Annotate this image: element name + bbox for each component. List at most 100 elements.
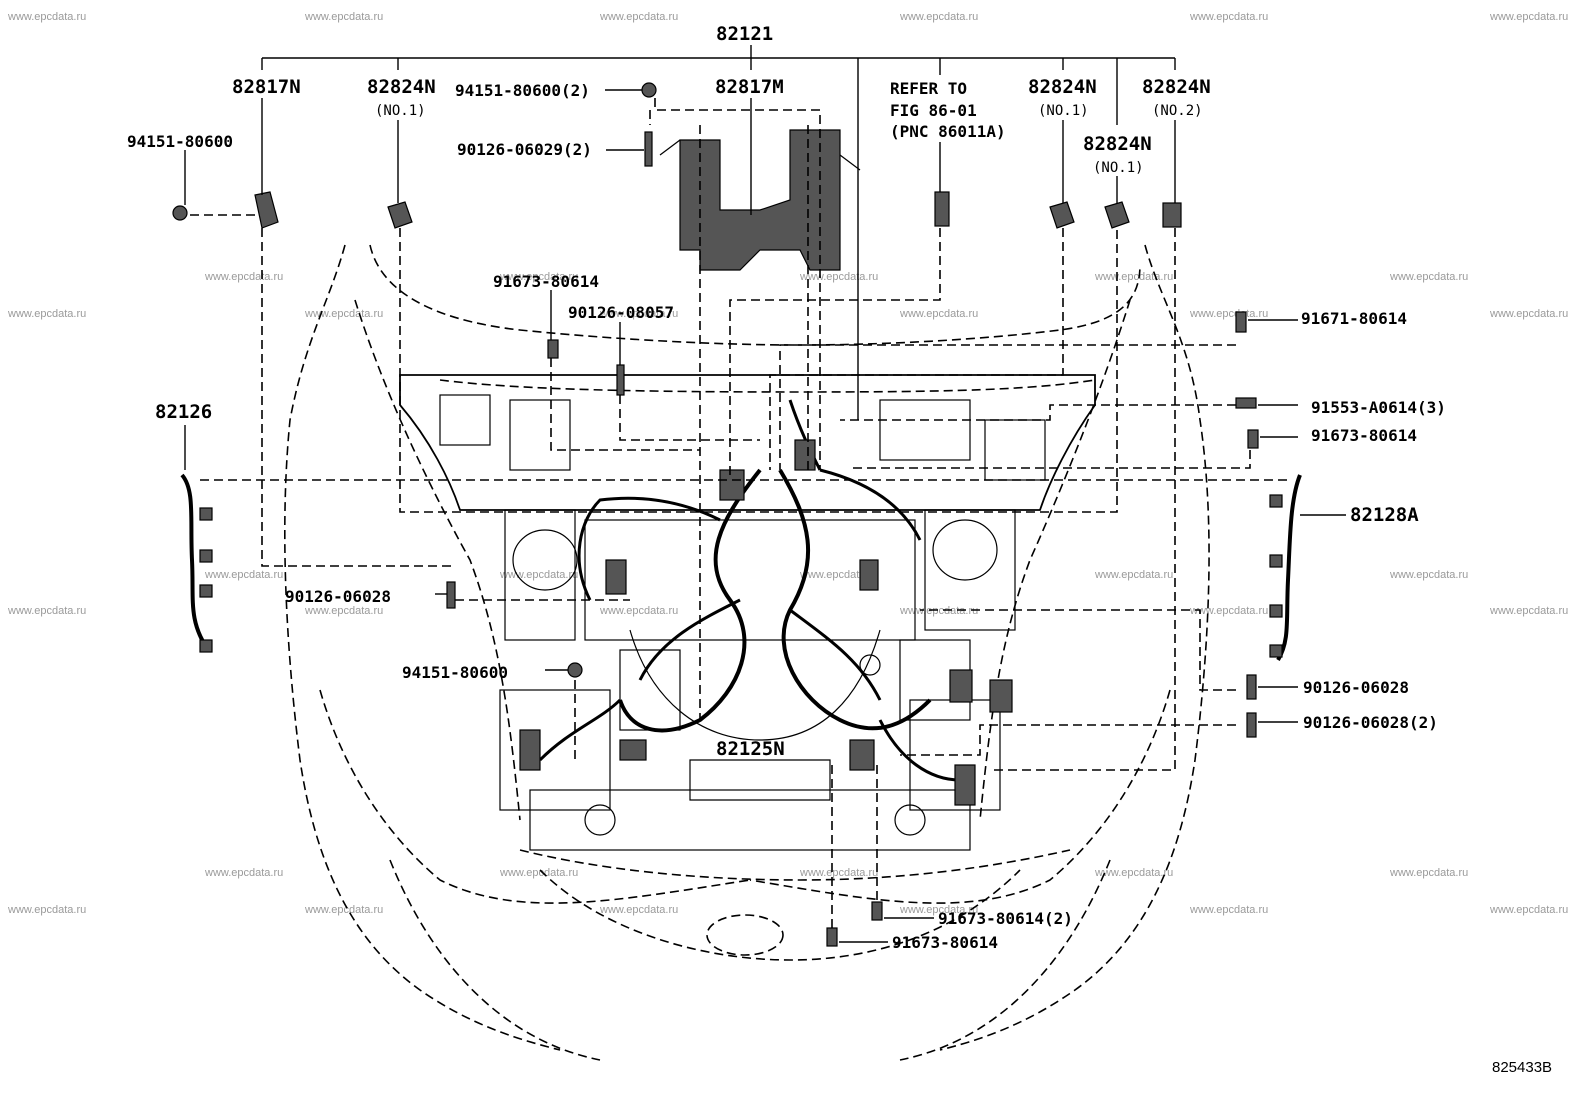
watermark: www.epcdata.ru xyxy=(1489,308,1568,320)
watermark: www.epcdata.ru xyxy=(799,569,878,581)
watermark: www.epcdata.ru xyxy=(304,11,383,23)
label-refer-2: FIG 86-01 xyxy=(890,101,977,120)
watermark: www.epcdata.ru xyxy=(599,11,678,23)
label-94151-80600-2: 94151-80600(2) xyxy=(455,81,590,100)
bolt-91673-80614-top xyxy=(547,339,559,359)
watermark: www.epcdata.ru xyxy=(599,904,678,916)
watermark: www.epcdata.ru xyxy=(7,904,86,916)
watermark: www.epcdata.ru xyxy=(499,569,578,581)
stud-90126-06028-l xyxy=(446,581,456,609)
label-82824N-r1: 82824N xyxy=(1028,76,1097,98)
watermark: www.epcdata.ru xyxy=(1094,271,1173,283)
watermark: www.epcdata.ru xyxy=(7,308,86,320)
bolt-91673-80614-bot xyxy=(826,927,838,947)
nut-94151-80600-mid xyxy=(567,662,583,678)
watermark: www.epcdata.ru xyxy=(7,605,86,617)
bolt-91553-A0614 xyxy=(1235,397,1257,409)
watermark: www.epcdata.ru xyxy=(204,867,283,879)
watermark: www.epcdata.ru xyxy=(799,271,878,283)
watermark: www.epcdata.ru xyxy=(1489,904,1568,916)
watermark: www.epcdata.ru xyxy=(1389,867,1468,879)
stud-90126-06028-2 xyxy=(1246,712,1257,738)
watermark: www.epcdata.ru xyxy=(499,867,578,879)
watermark: www.epcdata.ru xyxy=(7,11,86,23)
relay-block-82817M xyxy=(659,129,861,271)
label-82128A: 82128A xyxy=(1350,504,1419,526)
stud-90126-06028-r xyxy=(1246,674,1257,700)
label-82126: 82126 xyxy=(155,401,212,423)
watermark: www.epcdata.ru xyxy=(304,605,383,617)
watermark: www.epcdata.ru xyxy=(499,271,578,283)
nut-94151-80600 xyxy=(172,205,188,221)
watermark: www.epcdata.ru xyxy=(799,867,878,879)
watermark: www.epcdata.ru xyxy=(204,271,283,283)
label-82824N-r2-sub: (NO.2) xyxy=(1152,103,1203,119)
label-90126-06029-2: 90126-06029(2) xyxy=(457,140,592,159)
clamp-82824N-r2 xyxy=(1162,202,1182,228)
assembly-bracket-82121 xyxy=(261,45,1176,420)
watermark: www.epcdata.ru xyxy=(1489,11,1568,23)
watermark: www.epcdata.ru xyxy=(899,11,978,23)
stud-90126-06029 xyxy=(644,131,653,167)
bolt-91673-80614-r xyxy=(1247,429,1259,449)
watermark: www.epcdata.ru xyxy=(304,308,383,320)
label-91553-A0614-3: 91553-A0614(3) xyxy=(1311,398,1446,417)
watermark: www.epcdata.ru xyxy=(1189,904,1268,916)
clamp-82824N-r3 xyxy=(1104,201,1130,229)
clamp-82824N-left xyxy=(387,201,413,229)
clamp-82817N xyxy=(254,191,279,229)
label-90126-08057: 90126-08057 xyxy=(568,303,674,322)
nut-94151-80600-2 xyxy=(641,82,657,98)
label-91673-80614-top: 91673-80614 xyxy=(493,272,599,291)
bolt-91671-80614 xyxy=(1235,311,1247,333)
label-90126-06028-2: 90126-06028(2) xyxy=(1303,713,1438,732)
label-82817M: 82817M xyxy=(715,76,784,98)
watermarks: www.epcdata.ru www.epcdata.ru www.epcdat… xyxy=(7,11,1568,916)
watermark: www.epcdata.ru xyxy=(1094,867,1173,879)
car-body-outline xyxy=(284,244,1210,1061)
label-94151-80600-mid: 94151-80600 xyxy=(402,663,508,682)
phantom-lines xyxy=(190,98,1290,928)
label-82824N-left-sub: (NO.1) xyxy=(375,103,426,119)
connector-86011A xyxy=(934,191,950,227)
label-refer-3: (PNC 86011A) xyxy=(890,122,1006,141)
label-91671-80614: 91671-80614 xyxy=(1301,309,1407,328)
label-91673-80614-2: 91673-80614(2) xyxy=(938,909,1073,928)
label-94151-80600: 94151-80600 xyxy=(127,132,233,151)
watermark: www.epcdata.ru xyxy=(599,308,678,320)
label-82824N-r3: 82824N xyxy=(1083,133,1152,155)
stud-90126-08057 xyxy=(616,364,625,396)
watermark: www.epcdata.ru xyxy=(899,308,978,320)
fasteners xyxy=(172,82,1259,947)
label-82824N-r3-sub: (NO.1) xyxy=(1093,160,1144,176)
watermark: www.epcdata.ru xyxy=(1189,605,1268,617)
part-labels: 82121 82817N 82824N (NO.1) 94151-80600(2… xyxy=(127,23,1552,1076)
engine-wire-harness xyxy=(519,399,1013,806)
clamp-82824N-r1 xyxy=(1049,201,1075,229)
label-82121: 82121 xyxy=(716,23,773,45)
drawing-code: 825433B xyxy=(1492,1059,1552,1076)
watermark: www.epcdata.ru xyxy=(1189,11,1268,23)
label-90126-06028-l: 90126-06028 xyxy=(285,587,391,606)
label-82824N-r1-sub: (NO.1) xyxy=(1038,103,1089,119)
engine-bay xyxy=(399,374,1096,851)
watermark: www.epcdata.ru xyxy=(1489,605,1568,617)
harness-82126 xyxy=(180,473,213,653)
label-91673-80614-bot: 91673-80614 xyxy=(892,933,998,952)
harness-82128A xyxy=(1269,474,1302,662)
watermark: www.epcdata.ru xyxy=(899,605,978,617)
watermark: www.epcdata.ru xyxy=(599,605,678,617)
leader-lines xyxy=(184,89,1346,943)
label-82824N-r2: 82824N xyxy=(1142,76,1211,98)
bolt-91673-80614-2 xyxy=(871,901,883,921)
label-82125N: 82125N xyxy=(716,738,785,760)
watermark: www.epcdata.ru xyxy=(899,904,978,916)
watermark: www.epcdata.ru xyxy=(304,904,383,916)
watermark: www.epcdata.ru xyxy=(1389,271,1468,283)
watermark: www.epcdata.ru xyxy=(1189,308,1268,320)
label-82817N: 82817N xyxy=(232,76,301,98)
watermark: www.epcdata.ru xyxy=(1389,569,1468,581)
label-82824N-left: 82824N xyxy=(367,76,436,98)
label-refer-1: REFER TO xyxy=(890,79,967,98)
